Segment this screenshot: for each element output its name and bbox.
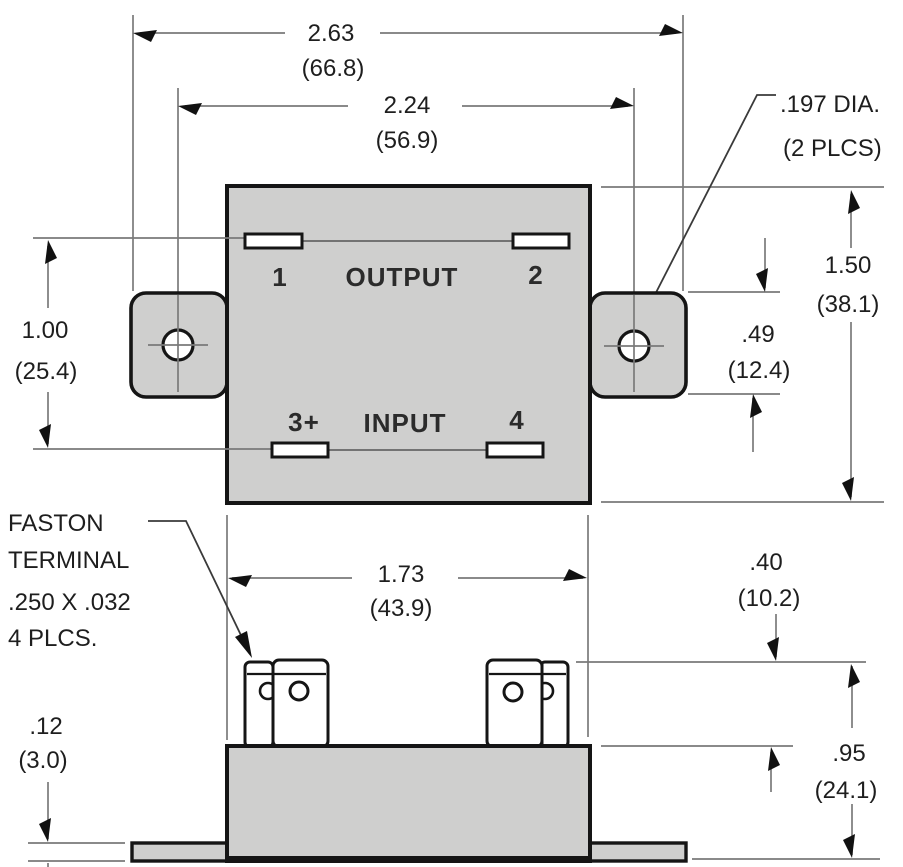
output-label: OUTPUT: [346, 262, 459, 292]
arrow-overall-width-right: [659, 24, 683, 36]
dim-body-height-in: 1.50: [825, 252, 872, 279]
dim-hole-dia-line1: .197 DIA.: [780, 91, 880, 118]
front-view: [130, 658, 688, 863]
top-view: 1 OUTPUT 2 3+ INPUT 4: [33, 184, 688, 505]
right-base-flange: [588, 841, 688, 863]
arrow-terminal-height-top: [767, 637, 779, 661]
pin-3-label: 3+: [288, 407, 320, 437]
terminal-slot-1: [243, 232, 304, 250]
arrow-overall-height-top: [848, 664, 860, 688]
dim-body-height-mm: (38.1): [817, 291, 880, 318]
terminal-slot-4: [485, 441, 545, 459]
faston-note-line4: 4 PLCS.: [8, 625, 97, 652]
arrow-hole-spacing-right: [610, 97, 634, 109]
arrow-tab-height-top: [756, 268, 768, 292]
arrow-overall-height-bottom: [843, 834, 855, 858]
faston-note-line1: FASTON: [8, 510, 104, 537]
dim-overall-height-in: .95: [832, 740, 865, 767]
dim-hole-spacing-mm: (56.9): [376, 127, 439, 154]
arrow-terminal-height-bottom: [768, 747, 780, 771]
dim-row-spacing-in: 1.00: [22, 317, 69, 344]
dim-tab-height-mm: (12.4): [728, 357, 791, 384]
dim-terminal-height-mm: (10.2): [738, 585, 801, 612]
arrow-body-width-right: [563, 569, 587, 581]
faston-terminal-2-hole: [288, 680, 310, 702]
dim-base-thickness-mm: (3.0): [18, 747, 67, 774]
dim-base-thickness-in: .12: [29, 713, 62, 740]
dim-terminal-height-in: .40: [749, 549, 782, 576]
dimension-texts: 2.63 (66.8) 2.24 (56.9) .197 DIA. (2 PLC…: [15, 20, 882, 804]
dim-row-spacing-mm: (25.4): [15, 358, 78, 385]
arrow-body-height-bottom: [842, 477, 854, 501]
extension-lines: [28, 15, 884, 862]
arrow-overall-width-left: [133, 30, 157, 42]
relay-body-front-view: [225, 744, 592, 863]
dimension-lines: [47, 32, 853, 867]
dim-overall-height-mm: (24.1): [815, 777, 878, 804]
dim-tab-height-in: .49: [741, 321, 774, 348]
arrow-row-spacing-bottom: [39, 424, 51, 448]
faston-note: FASTON TERMINAL .250 X .032 4 PLCS.: [8, 510, 131, 652]
hole-dia-leader-line: [642, 94, 776, 319]
faston-leader-line: [148, 520, 251, 655]
input-label: INPUT: [364, 408, 447, 438]
dim-body-width-in: 1.73: [378, 561, 425, 588]
dim-body-width-mm: (43.9): [370, 595, 433, 622]
left-base-flange: [130, 841, 229, 863]
terminal-slot-3: [270, 441, 330, 459]
arrow-base-thickness-top: [39, 818, 51, 842]
arrow-hole-spacing-left: [178, 103, 202, 115]
faston-note-line3: .250 X .032: [8, 589, 131, 616]
arrow-tab-height-bottom: [750, 394, 762, 418]
faston-note-line2: TERMINAL: [8, 547, 129, 574]
dim-hole-spacing-in: 2.24: [384, 92, 431, 119]
arrow-faston-leader: [235, 631, 252, 658]
pin-1-label: 1: [272, 262, 287, 292]
arrow-row-spacing-top: [45, 240, 57, 264]
arrow-body-width-left: [228, 575, 252, 587]
dim-overall-width-mm: (66.8): [302, 55, 365, 82]
pin-4-label: 4: [509, 405, 524, 435]
pin-2-label: 2: [528, 260, 543, 290]
dim-hole-dia-line2: (2 PLCS): [783, 135, 882, 162]
arrow-body-height-top: [848, 190, 860, 214]
dim-overall-width-in: 2.63: [308, 20, 355, 47]
faston-terminal-3-hole: [502, 681, 524, 703]
terminal-slot-2: [511, 232, 571, 250]
